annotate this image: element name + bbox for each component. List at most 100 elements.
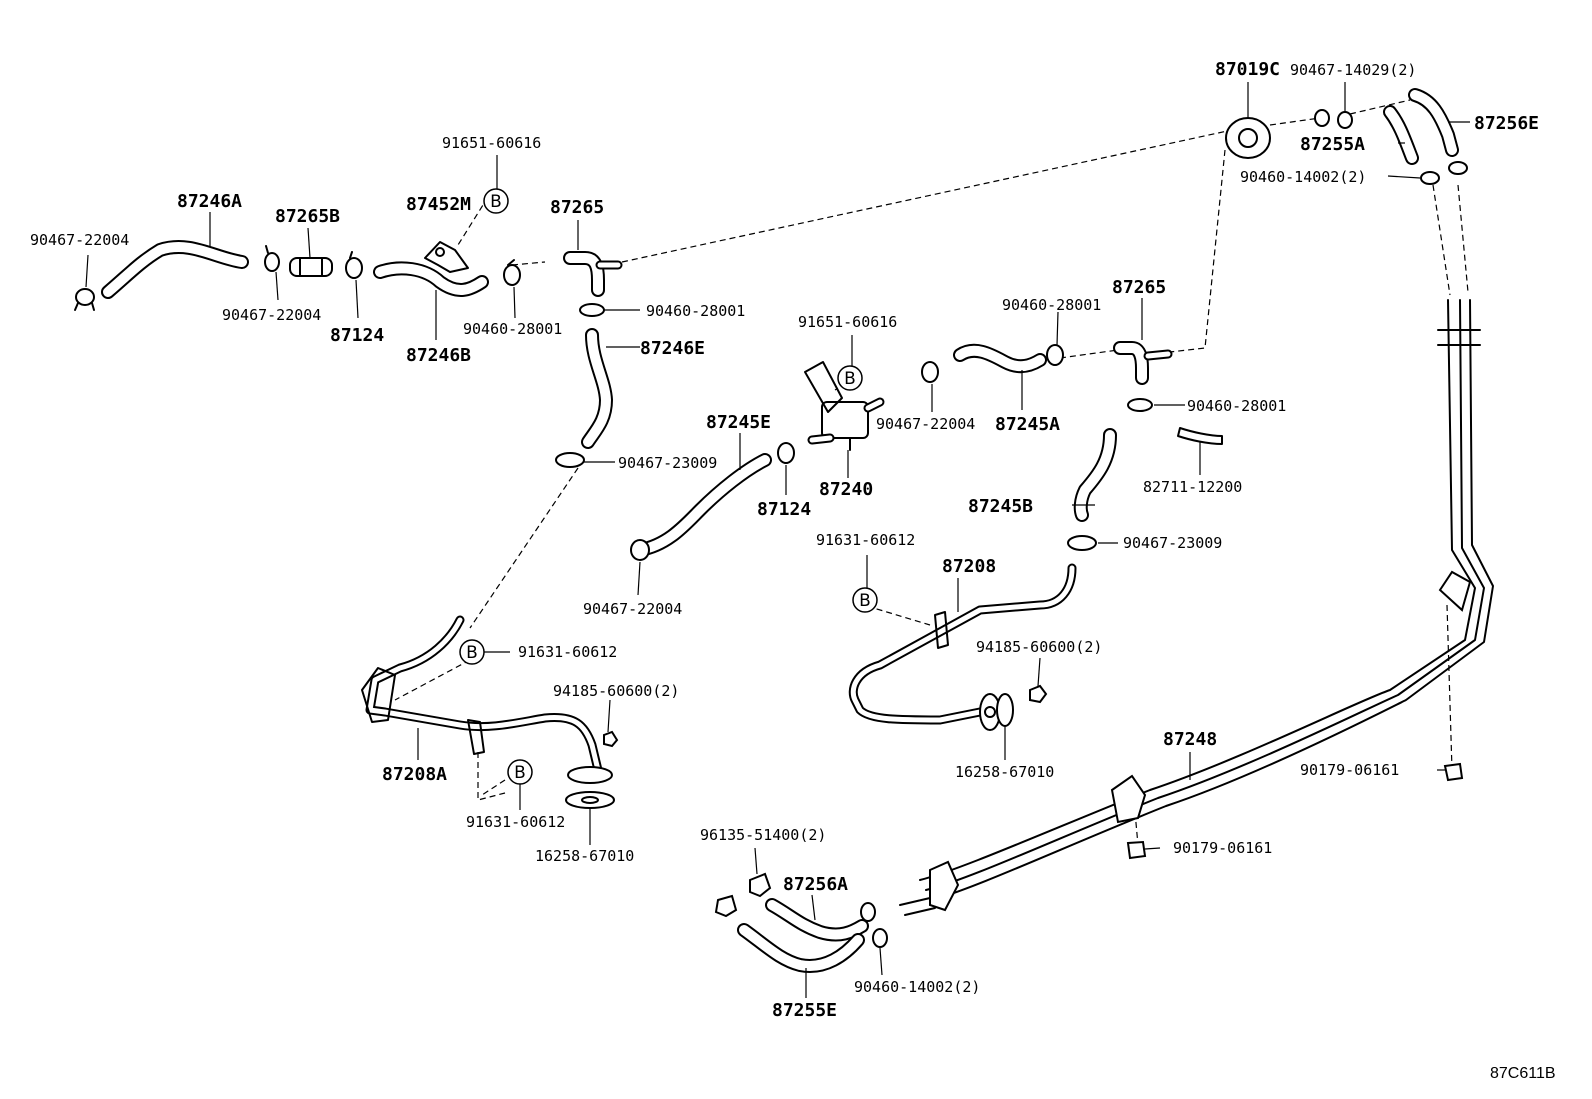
label-96135-51400: 96135-51400(2): [700, 826, 826, 844]
clamp-90460-28001-left[interactable]: [503, 259, 521, 286]
label-94185-60600-b: 94185-60600(2): [553, 682, 679, 700]
label-87246A: 87246A: [177, 191, 242, 212]
label-91651-60616-a: 91651-60616: [442, 134, 541, 152]
svg-text:B: B: [466, 643, 478, 663]
hose-87245B[interactable]: [1073, 428, 1117, 522]
valve-87240[interactable]: [804, 361, 885, 451]
clamp-90467-22004-right[interactable]: [921, 361, 939, 383]
grommet-87019C[interactable]: [1225, 117, 1271, 159]
label-87208: 87208: [942, 556, 996, 577]
clamp-90467-23009-right[interactable]: [1067, 535, 1097, 551]
label-87208A: 87208A: [382, 764, 447, 785]
clamp-87124-center[interactable]: [777, 442, 795, 464]
label-90467-22004-c: 90467-22004: [583, 600, 682, 618]
hose-87255E[interactable]: [737, 923, 865, 973]
label-87265-b: 87265: [1112, 277, 1166, 298]
label-90179-06161-b: 90179-06161: [1173, 839, 1272, 857]
label-87255A: 87255A: [1300, 134, 1365, 155]
label-16258-67010-a: 16258-67010: [955, 763, 1054, 781]
clamp-90467-22004-mid[interactable]: [264, 245, 280, 272]
label-90460-28001-d: 90460-28001: [1187, 397, 1286, 415]
clamp-87124-left[interactable]: [345, 251, 363, 279]
clamp-90467-22004-left[interactable]: [74, 288, 95, 311]
label-87265B: 87265B: [275, 206, 340, 227]
hose-87245E[interactable]: [633, 453, 772, 557]
hose-87246E[interactable]: [581, 328, 613, 449]
b-marker-87208: B: [852, 587, 878, 613]
label-90467-23009-b: 90467-23009: [1123, 534, 1222, 552]
label-91631-60612-a: 91631-60612: [816, 531, 915, 549]
label-87245E: 87245E: [706, 412, 771, 433]
label-87452M: 87452M: [406, 194, 471, 215]
label-91631-60612-c: 91631-60612: [466, 813, 565, 831]
label-90460-14002-a: 90460-14002(2): [1240, 168, 1366, 186]
gasket-16258-67010-right[interactable]: [996, 693, 1014, 727]
b-marker-valve: B: [837, 365, 863, 391]
clamp-90460-28001-upper[interactable]: [579, 303, 605, 317]
label-87246B: 87246B: [406, 345, 471, 366]
label-82711-12200: 82711-12200: [1143, 478, 1242, 496]
clamp-90460-28001-center[interactable]: [1046, 344, 1064, 366]
label-90467-14029: 90467-14029(2): [1290, 61, 1416, 79]
label-87245A: 87245A: [995, 414, 1060, 435]
label-87246E: 87246E: [640, 338, 705, 359]
label-90467-22004-b: 90467-22004: [222, 306, 321, 324]
clamp-90460-28001-right[interactable]: [1127, 398, 1153, 412]
label-90467-22004-d: 90467-22004: [876, 415, 975, 433]
grommet-90179-06161-right[interactable]: [1443, 762, 1464, 782]
clamp-90460-14002-lower[interactable]: [860, 902, 888, 948]
svg-text:B: B: [490, 192, 502, 212]
hose-87246B[interactable]: [373, 261, 489, 297]
label-16258-67010-b: 16258-67010: [535, 847, 634, 865]
clamp-90467-22004-center[interactable]: [630, 539, 650, 561]
clip-96135-51400[interactable]: [714, 872, 772, 918]
leader-lines: [85, 82, 1470, 998]
hose-87246A[interactable]: [101, 240, 249, 299]
nut-94185-60600-right[interactable]: [1029, 684, 1048, 704]
bracket-87452M[interactable]: [424, 241, 469, 273]
figure-code: 87C611B: [1490, 1065, 1556, 1082]
label-87248: 87248: [1163, 729, 1217, 750]
label-94185-60600-a: 94185-60600(2): [976, 638, 1102, 656]
label-87124-a: 87124: [330, 325, 384, 346]
clamp-90460-14002-upper[interactable]: [1420, 161, 1468, 185]
svg-text:B: B: [514, 763, 526, 783]
label-90467-23009-a: 90467-23009: [618, 454, 717, 472]
label-87124-b: 87124: [757, 499, 811, 520]
label-87265-a: 87265: [550, 197, 604, 218]
elbow-87265-lower[interactable]: [1113, 341, 1173, 385]
hose-87256A[interactable]: [765, 898, 869, 942]
gasket-16258-67010-left[interactable]: [565, 791, 615, 809]
grommet-90179-06161-center[interactable]: [1126, 840, 1147, 860]
clamp-90467-23009-left[interactable]: [555, 452, 585, 468]
svg-text:B: B: [844, 369, 856, 389]
pipe-87208A[interactable]: [361, 615, 613, 784]
pipe-87248[interactable]: [899, 299, 1494, 916]
label-87256A: 87256A: [783, 874, 848, 895]
b-marker-87208A-upper: B: [459, 639, 485, 665]
hose-87255A[interactable]: [1383, 105, 1419, 165]
label-87256E: 87256E: [1474, 113, 1539, 134]
label-90460-14002-b: 90460-14002(2): [854, 978, 980, 996]
joint-87265B[interactable]: [289, 257, 333, 277]
elbow-87265-upper[interactable]: [563, 251, 623, 297]
label-90460-28001-b: 90460-28001: [646, 302, 745, 320]
clamp-90467-14029[interactable]: [1314, 109, 1353, 129]
clip-82711-12200[interactable]: [1177, 427, 1223, 445]
b-marker-upper: B: [483, 188, 509, 214]
label-87240: 87240: [819, 479, 873, 500]
label-87245B: 87245B: [968, 496, 1033, 517]
nut-94185-60600-left[interactable]: [603, 730, 619, 748]
label-87255E: 87255E: [772, 1000, 837, 1021]
hose-87256E[interactable]: [1408, 88, 1459, 157]
label-90467-22004-a: 90467-22004: [30, 231, 129, 249]
part-labels: 87246A 90467-22004 87265B 90467-22004 87…: [30, 59, 1556, 1082]
label-87019C: 87019C: [1215, 59, 1280, 80]
hose-87245A[interactable]: [953, 343, 1047, 374]
b-marker-87208A-lower: B: [507, 759, 533, 785]
pipe-87208[interactable]: [848, 563, 1077, 731]
label-91651-60616-b: 91651-60616: [798, 313, 897, 331]
svg-text:B: B: [859, 591, 871, 611]
label-90460-28001-c: 90460-28001: [1002, 296, 1101, 314]
